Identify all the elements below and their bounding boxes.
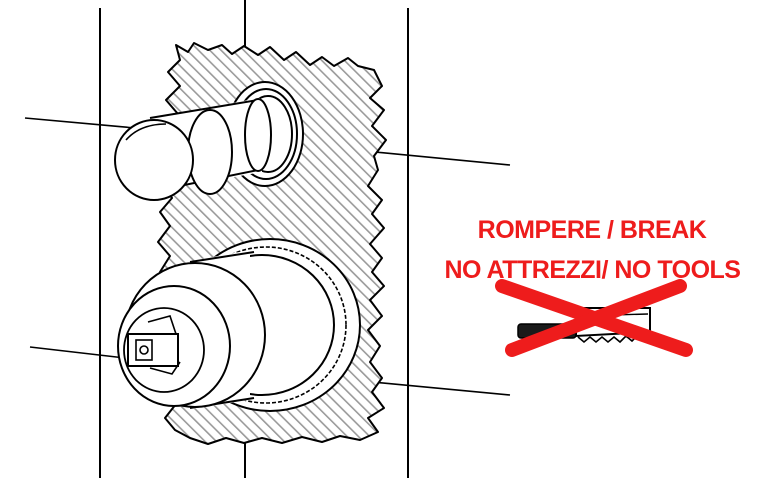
warning-break-label: ROMPERE / BREAK: [477, 216, 707, 244]
leader-lines: [24, 117, 511, 396]
upper-fitting: [114, 81, 304, 201]
warning-no-tools-label: NO ATTREZZI/ NO TOOLS: [444, 256, 741, 284]
lower-valve: [117, 238, 361, 412]
cross-icon: [495, 279, 693, 357]
